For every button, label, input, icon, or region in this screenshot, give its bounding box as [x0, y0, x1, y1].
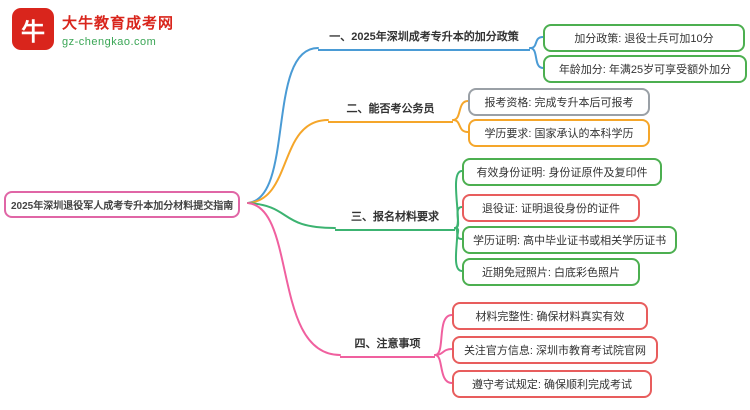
- connector-branch2-leaf1: [452, 100, 469, 121]
- leaf-node: 学历证明: 高中毕业证书或相关学历证书: [462, 226, 678, 254]
- logo-text-block: 大牛教育成考网 gz-chengkao.com: [62, 8, 174, 48]
- bull-logo-icon: 牛: [12, 8, 54, 50]
- branch-node-4: 四、注意事项: [340, 335, 435, 358]
- leaf-node: 年龄加分: 年满25岁可享受额外加分: [543, 55, 747, 83]
- leaf-node: 近期免冠照片: 白底彩色照片: [462, 258, 640, 286]
- branch-node-2: 二、能否考公务员: [328, 100, 453, 123]
- leaf-node: 关注官方信息: 深圳市教育考试院官网: [452, 336, 658, 364]
- bull-logo-glyph: 牛: [21, 18, 45, 46]
- connector-branch3-leaf3: [454, 227, 463, 240]
- connector-root-branch2: [247, 119, 329, 204]
- site-logo: 牛 大牛教育成考网 gz-chengkao.com: [12, 8, 174, 50]
- connector-branch1-leaf2: [529, 47, 544, 69]
- leaf-node: 退役证: 证明退役身份的证件: [462, 194, 640, 222]
- connector-root-branch3: [247, 202, 336, 229]
- leaf-node: 遵守考试规定: 确保顺利完成考试: [452, 370, 652, 398]
- branch-node-1: 一、2025年深圳成考专升本的加分政策: [318, 28, 530, 51]
- connector-root-branch1: [247, 47, 319, 204]
- leaf-node: 报考资格: 完成专升本后可报考: [468, 88, 650, 116]
- brand-name: 大牛教育成考网: [62, 15, 175, 32]
- leaf-node: 有效身份证明: 身份证原件及复印件: [462, 158, 662, 186]
- leaf-node: 学历要求: 国家承认的本科学历: [468, 119, 650, 147]
- connector-branch4-leaf3: [434, 354, 453, 384]
- leaf-node: 加分政策: 退役士兵可加10分: [543, 24, 745, 52]
- brand-domain: gz-chengkao.com: [62, 36, 157, 48]
- connector-branch1-leaf1: [529, 36, 544, 49]
- connector-branch4-leaf1: [434, 314, 453, 356]
- leaf-node: 材料完整性: 确保材料真实有效: [452, 302, 648, 330]
- connector-branch3-leaf2: [454, 206, 463, 229]
- connector-branch4-leaf2: [434, 348, 453, 356]
- connector-branch2-leaf2: [452, 119, 469, 133]
- connector-root-branch4: [247, 202, 341, 356]
- branch-node-3: 三、报名材料要求: [335, 208, 455, 231]
- connector-branch3-leaf1: [454, 170, 463, 229]
- connector-branch3-leaf4: [454, 227, 463, 272]
- root-node: 2025年深圳退役军人成考专升本加分材料提交指南: [4, 191, 241, 218]
